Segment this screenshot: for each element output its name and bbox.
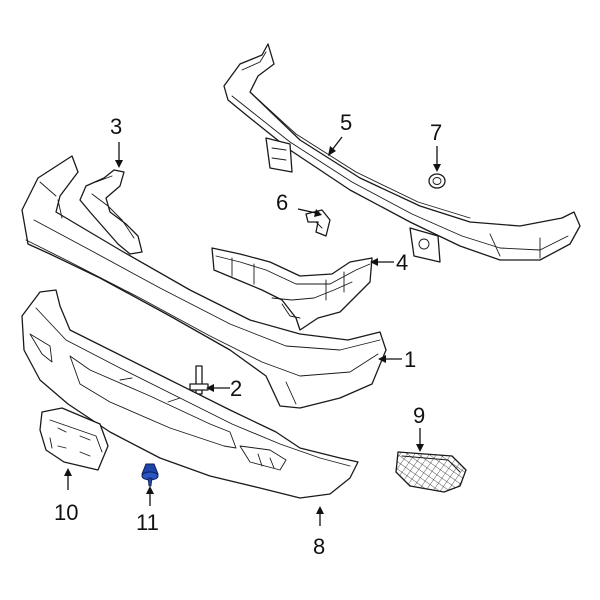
arrowhead-5 xyxy=(328,146,336,156)
callout-4: 4 xyxy=(396,250,408,275)
callout-9: 9 xyxy=(413,403,425,428)
leader-5 xyxy=(331,136,343,151)
arrowhead-2 xyxy=(206,384,214,392)
part-3-side-bracket xyxy=(79,169,143,255)
part-9-grille-insert xyxy=(395,451,467,493)
callout-3: 3 xyxy=(110,114,122,139)
callout-6: 6 xyxy=(276,190,288,215)
callout-1: 1 xyxy=(404,347,416,372)
callout-labels: 1 2 3 4 5 6 7 8 9 10 11 xyxy=(54,110,442,559)
part-6-clip xyxy=(305,209,331,237)
leader-6 xyxy=(297,208,317,214)
arrowhead-9 xyxy=(416,444,424,452)
part-4-bracket xyxy=(211,247,373,331)
part-11-push-clip xyxy=(141,463,159,487)
part-5-reinforcement-bar xyxy=(223,43,581,263)
callout-10: 10 xyxy=(54,500,78,525)
arrowhead-11 xyxy=(146,486,154,494)
arrowhead-1 xyxy=(378,355,386,363)
callout-7: 7 xyxy=(430,120,442,145)
part-10-license-bracket xyxy=(39,407,109,471)
part-1-bumper-face-bar xyxy=(21,155,387,409)
arrowhead-8 xyxy=(316,506,324,514)
callout-2: 2 xyxy=(230,376,242,401)
callout-8: 8 xyxy=(313,534,325,559)
arrowhead-10 xyxy=(64,468,72,476)
callout-5: 5 xyxy=(340,110,352,135)
leader-lines xyxy=(64,136,441,526)
arrowhead-4 xyxy=(370,258,378,266)
part-2-bolt xyxy=(189,365,209,395)
part-7-grommet xyxy=(428,173,446,189)
callout-11: 11 xyxy=(136,510,159,535)
arrowhead-3 xyxy=(115,160,123,168)
arrowhead-6 xyxy=(314,209,322,217)
arrowhead-7 xyxy=(433,164,441,172)
